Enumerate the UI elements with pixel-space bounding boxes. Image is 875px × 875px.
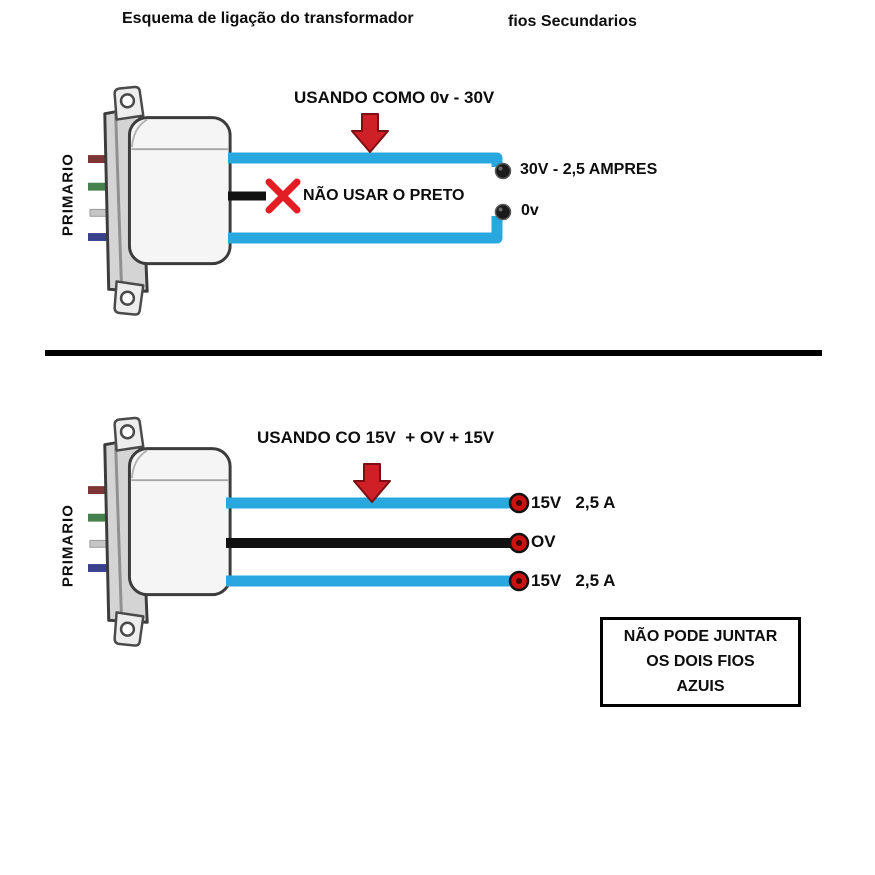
secondary-wire-30v [228, 152, 503, 167]
note-box: NÃO PODE JUNTAR OS DOIS FIOS AZUIS [600, 617, 801, 707]
terminal-15v-top-center [516, 500, 522, 506]
down-arrow-icon-top [351, 113, 389, 153]
red-x-icon [265, 178, 301, 214]
transformer-top [86, 85, 232, 317]
transformer-bottom [86, 416, 232, 648]
x-stroke-2 [265, 178, 301, 214]
terminal-15v-top [508, 492, 530, 514]
note-line-3: AZUIS [676, 678, 725, 695]
terminal-30v-label: 30V - 2,5 AMPRES [520, 161, 658, 178]
bottom-usage-title: USANDO CO 15V + OV + 15V [257, 428, 495, 447]
primary-label-top: PRIMARIO [59, 153, 77, 237]
secondary-wire-0v [228, 216, 503, 244]
terminal-0v-highlight [498, 207, 503, 212]
terminal-30v-highlight [498, 166, 503, 171]
terminal-15v-bottom [508, 570, 530, 592]
terminal-30v [494, 162, 512, 180]
black-wire-warning-label: NÃO USAR O PRETO [303, 187, 465, 204]
section-divider [45, 350, 822, 356]
wire-0v-label: OV [531, 532, 556, 551]
page-title: Esquema de ligação do transformador [122, 10, 414, 27]
note-line-1: NÃO PODE JUNTAR [623, 628, 778, 645]
terminal-15v-bottom-center [516, 578, 522, 584]
wire-15v-top-label: 15V 2,5 A [531, 493, 616, 512]
primary-label-bottom: PRIMARIO [59, 504, 77, 588]
secondary-wires-title: fios Secundarios [508, 13, 637, 30]
note-line-2: OS DOIS FIOS [646, 653, 755, 670]
wire-15v-bottom-label: 15V 2,5 A [531, 571, 616, 590]
terminal-0v-bottom-center [516, 540, 522, 546]
terminal-0v-bottom [508, 532, 530, 554]
terminal-0v-label: 0v [521, 202, 539, 219]
top-usage-title: USANDO COMO 0v - 30V [294, 88, 495, 107]
down-arrow-icon-bottom [353, 463, 391, 503]
terminal-0v [494, 203, 512, 221]
